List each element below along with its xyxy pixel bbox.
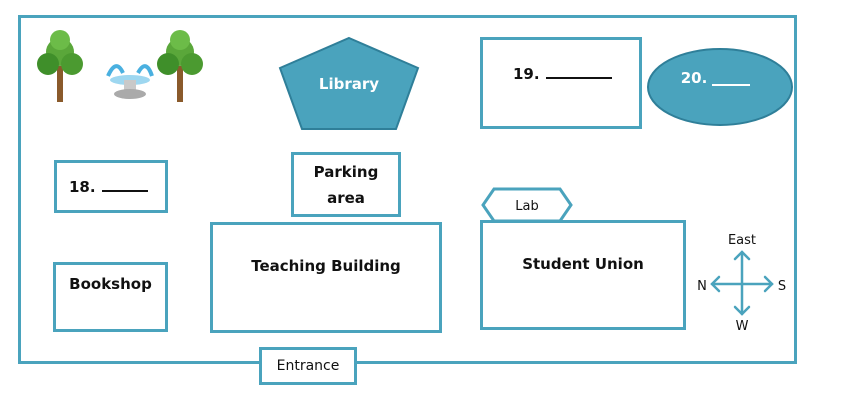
parking-label-line2: area xyxy=(327,188,365,207)
question-18-label: 18. xyxy=(69,178,96,196)
tree-icon xyxy=(37,30,83,102)
tree-icon xyxy=(157,30,203,102)
entrance-box: Entrance xyxy=(259,347,357,385)
tree-fountain-decor xyxy=(37,30,203,102)
library-label: Library xyxy=(319,75,379,93)
answer-blank-19[interactable] xyxy=(545,64,612,79)
question-19-box: 19. xyxy=(480,37,642,129)
compass-left-label: N xyxy=(697,279,707,294)
entrance-label: Entrance xyxy=(276,358,340,374)
fountain-icon xyxy=(106,64,154,99)
question-19-label: 19. xyxy=(513,65,540,83)
lab-label: Lab xyxy=(515,199,538,214)
bookshop-box: Bookshop xyxy=(53,262,168,332)
compass-arrows-icon xyxy=(710,250,774,316)
lab-shape: Lab xyxy=(481,187,573,223)
student-union-label: Student Union xyxy=(522,255,644,273)
parking-area-box: Parking area xyxy=(291,152,401,217)
parking-label-line1: Parking xyxy=(313,162,379,181)
compass-bottom-label: W xyxy=(736,319,749,334)
compass-top-label: East xyxy=(728,233,756,248)
teaching-building-box: Teaching Building xyxy=(210,222,442,333)
question-20-label: 20. xyxy=(681,69,708,87)
bookshop-label: Bookshop xyxy=(69,275,152,293)
student-union-box: Student Union xyxy=(480,220,686,330)
question-18-box: 18. xyxy=(54,160,168,213)
answer-blank-18[interactable] xyxy=(101,177,148,192)
compass: East N S W xyxy=(697,233,786,334)
campus-map-frame xyxy=(18,15,797,364)
library-shape: Library xyxy=(278,36,420,130)
compass-right-label: S xyxy=(778,279,786,294)
teaching-building-label: Teaching Building xyxy=(251,257,401,275)
question-20-shape: 20. xyxy=(647,48,793,126)
